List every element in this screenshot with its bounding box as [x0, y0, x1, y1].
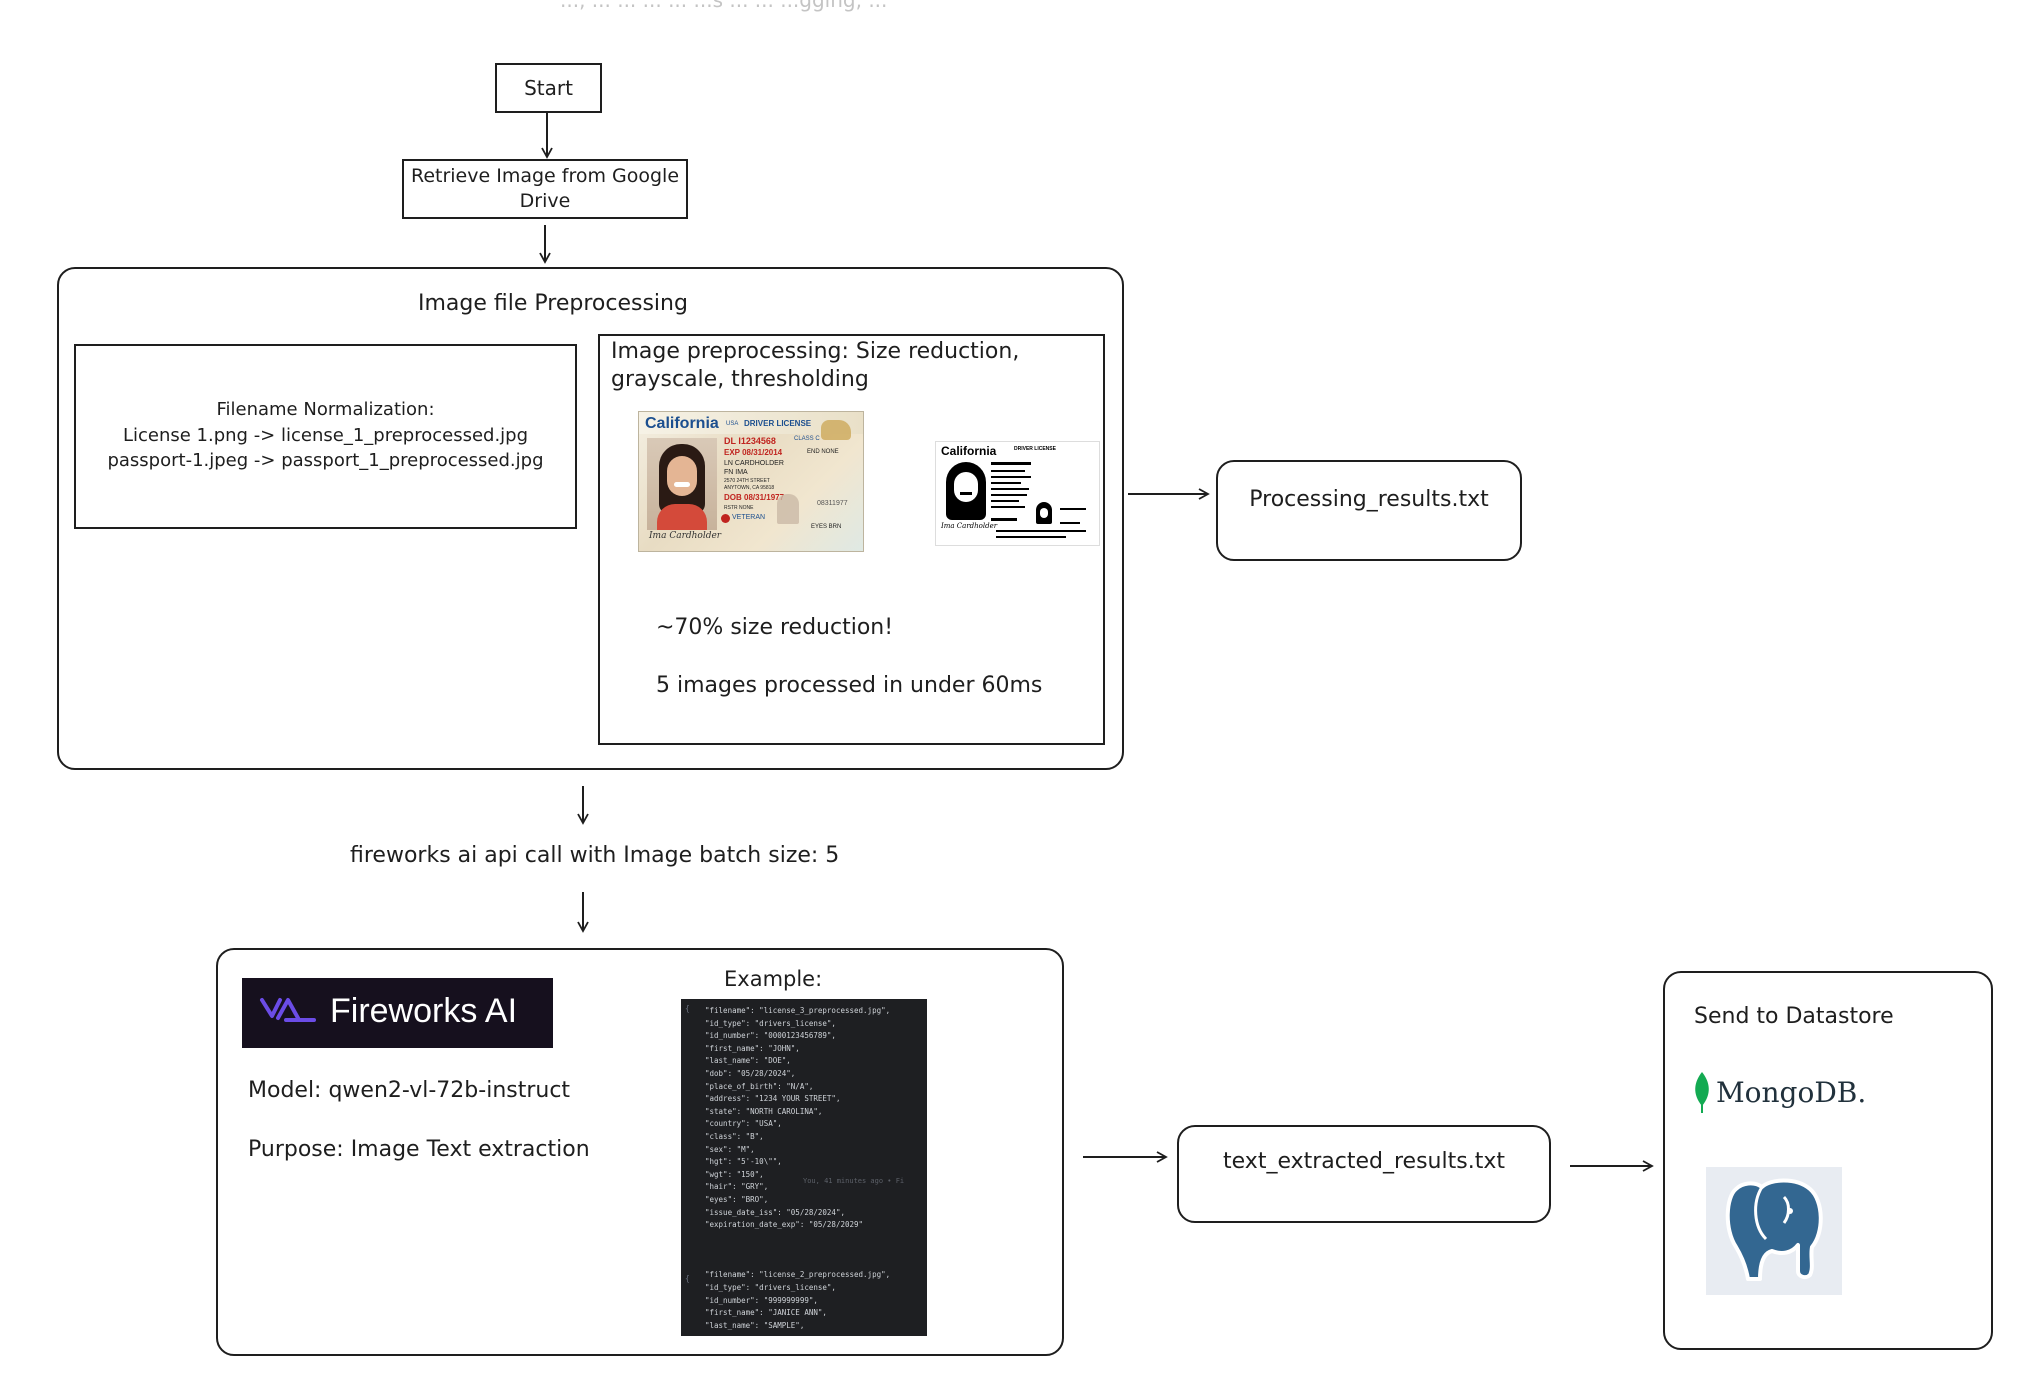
size-reduction-stat: ~70% size reduction!	[656, 615, 894, 640]
license-addr1: 2570 24TH STREET	[724, 478, 770, 484]
license-usa: USA	[726, 421, 739, 427]
license-bw-image: California DRIVER LICENSE Ima Cardholder	[935, 441, 1100, 546]
license-veteran: VETERAN	[732, 514, 766, 521]
processing-time-stat: 5 images processed in under 60ms	[656, 673, 1043, 698]
license-addr2: ANYTOWN, CA 95818	[724, 485, 775, 491]
license-dob: DOB 08/31/1977	[724, 493, 785, 502]
code-line: "last_name": "SAMPLE",	[705, 1320, 805, 1330]
veteran-badge-icon	[721, 514, 730, 523]
code-line: "last_name": "DOE",	[705, 1056, 791, 1066]
datastore-title: Send to Datastore	[1694, 1004, 1894, 1029]
code-line: "eyes": "BRO",	[705, 1194, 769, 1204]
mongodb-wordmark: MongoDB.	[1716, 1076, 1867, 1109]
postgresql-logo	[1706, 1167, 1842, 1295]
license-type: DRIVER LICENSE	[744, 419, 812, 428]
processing-results-label: Processing_results.txt	[1249, 487, 1489, 512]
fireworks-icon	[260, 998, 316, 1022]
start-label: Start	[524, 76, 573, 100]
code-line: "country": "USA",	[705, 1119, 782, 1129]
code-line: "issue_date_iss": "05/28/2024",	[705, 1207, 845, 1217]
license-end: END NONE	[807, 449, 839, 455]
processing-results-node	[1216, 460, 1522, 561]
fireworks-logo-text: Fireworks AI	[330, 992, 518, 1030]
code-blame-annotation: You, 41 minutes ago • Fi	[803, 1177, 905, 1185]
elephant-icon	[1725, 1178, 1823, 1281]
license-class: CLASS C	[794, 436, 820, 442]
code-line: "filename": "license_3_preprocessed.jpg"…	[705, 1006, 891, 1015]
code-line: "hair": "GRY",	[705, 1182, 769, 1192]
fireworks-logo: Fireworks AI	[242, 978, 553, 1048]
code-line: "place_of_birth": "N/A",	[705, 1081, 814, 1091]
license-state: California	[645, 415, 719, 432]
example-code-panel: { { "filename": "license_3_preprocessed.…	[681, 999, 927, 1336]
code-line: "address": "1234 YOUR STREET",	[705, 1094, 841, 1104]
image-preprocessing-line2: grayscale, thresholding	[611, 367, 869, 392]
text-extracted-label: text_extracted_results.txt	[1223, 1149, 1505, 1174]
code-line: "expiration_date_exp": "05/28/2029"	[705, 1220, 864, 1230]
code-line: "class": "B",	[705, 1131, 764, 1141]
code-line: "state": "NORTH CAROLINA",	[705, 1106, 823, 1116]
code-line	[705, 1257, 927, 1270]
code-lines: "filename": "license_3_preprocessed.jpg"…	[705, 1005, 927, 1332]
code-line: "filename": "license_2_preprocessed.jpg"…	[705, 1270, 891, 1280]
normalization-line1: License 1.png -> license_1_preprocessed.…	[122, 425, 529, 446]
code-line: "dob": "05/28/2024",	[705, 1068, 796, 1078]
code-line	[705, 1244, 927, 1257]
license-fn: FN IMA	[724, 469, 748, 476]
license-exp: EXP 08/31/2014	[724, 448, 783, 457]
header-fragment: ..., ... ... ... ... ...s ... ... ...ggi…	[560, 0, 888, 12]
image-preprocessing-line1: Image preprocessing: Size reduction,	[611, 339, 1020, 364]
code-line: "id_type": "drivers_license",	[705, 1018, 836, 1028]
purpose-label: Purpose: Image Text extraction	[248, 1137, 590, 1162]
retrieve-line1: Retrieve Image from Google	[410, 165, 680, 187]
retrieve-line2: Drive	[519, 190, 571, 212]
code-line: "first_name": "JANICE ANN",	[705, 1308, 827, 1318]
code-line: "id_number": "999999999",	[705, 1295, 818, 1305]
license-num: 08311977	[817, 500, 848, 507]
license-color-image: California USA DRIVER LICENSE DL I123456…	[638, 411, 864, 552]
code-line	[705, 1232, 927, 1245]
code-line: "id_type": "drivers_license",	[705, 1283, 836, 1293]
code-line: "sex": "M",	[705, 1144, 755, 1154]
code-line: "hgt": "5'-10\"",	[705, 1157, 782, 1167]
api-call-label: fireworks ai api call with Image batch s…	[350, 843, 840, 868]
license-photo	[647, 438, 717, 530]
bear-emblem	[821, 420, 851, 440]
code-line: "first_name": "JOHN",	[705, 1043, 800, 1053]
start-node	[495, 63, 602, 113]
text-extracted-node	[1177, 1125, 1551, 1223]
code-line: "id_number": "0000123456789",	[705, 1031, 836, 1041]
normalization-box	[74, 344, 577, 529]
license-signature: Ima Cardholder	[649, 531, 722, 541]
license-eyes: EYES BRN	[811, 524, 842, 530]
normalization-title: Filename Normalization:	[216, 399, 435, 420]
code-line: "wgt": "150",	[705, 1169, 764, 1179]
retrieve-node	[402, 159, 688, 219]
normalization-line2: passport-1.jpeg -> passport_1_preprocess…	[107, 450, 544, 471]
example-title: Example:	[724, 967, 823, 991]
preprocessing-title: Image file Preprocessing	[418, 291, 688, 316]
license-dl: DL I1234568	[724, 436, 776, 446]
mongodb-logo: MongoDB.	[1690, 1070, 1910, 1120]
license-ghost-photo	[777, 494, 799, 524]
mongodb-leaf-icon	[1695, 1072, 1709, 1113]
license-ln: LN CARDHOLDER	[724, 460, 784, 467]
license-rstr: RSTR NONE	[724, 505, 754, 511]
model-label: Model: qwen2-vl-72b-instruct	[248, 1078, 571, 1103]
